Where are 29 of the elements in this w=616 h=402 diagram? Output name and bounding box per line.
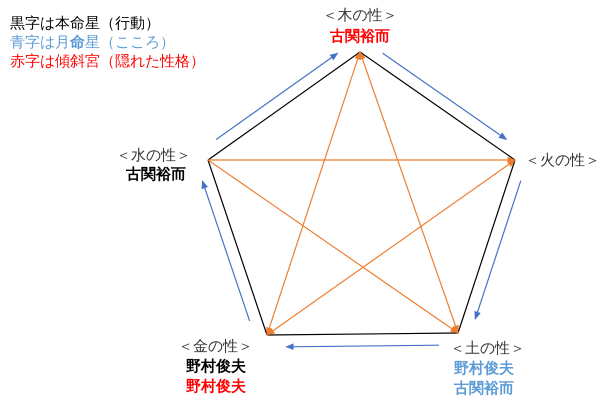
name-text: 野村俊夫 bbox=[454, 359, 514, 378]
name-text: 古関裕而 bbox=[126, 165, 186, 184]
element-heading: ＜金の性＞ bbox=[178, 337, 253, 356]
legend-text: 青字は月命星（こころ） bbox=[10, 33, 175, 52]
arrow bbox=[216, 52, 338, 140]
arrow bbox=[266, 51, 361, 336]
name-text: 古関裕而 bbox=[329, 27, 391, 46]
arrow bbox=[208, 160, 459, 334]
name-text: 野村俊夫 bbox=[186, 357, 246, 376]
element-heading: ＜木の性＞ bbox=[322, 6, 398, 25]
pentagon-side bbox=[267, 332, 458, 336]
arrow bbox=[208, 156, 516, 164]
arrow bbox=[359, 51, 459, 334]
pentagon-side bbox=[208, 52, 360, 160]
legend-text: 黒字は本命星（行動） bbox=[10, 14, 160, 33]
pentagon-side bbox=[360, 52, 516, 160]
pentagon-side bbox=[207, 160, 268, 336]
element-heading: ＜土の性＞ bbox=[450, 339, 525, 358]
element-heading: ＜火の性＞ bbox=[525, 151, 600, 170]
arrow bbox=[285, 343, 439, 350]
arrow bbox=[382, 52, 508, 140]
legend-text: 赤字は傾斜宮（隠れた性格） bbox=[10, 52, 205, 71]
arrow bbox=[202, 180, 250, 322]
element-heading: ＜水の性＞ bbox=[116, 146, 191, 165]
pentagon-side bbox=[457, 160, 516, 334]
name-text: 野村俊夫 bbox=[186, 377, 246, 396]
name-text: 古関裕而 bbox=[454, 379, 514, 398]
arrow bbox=[266, 160, 516, 336]
arrow bbox=[474, 180, 522, 320]
